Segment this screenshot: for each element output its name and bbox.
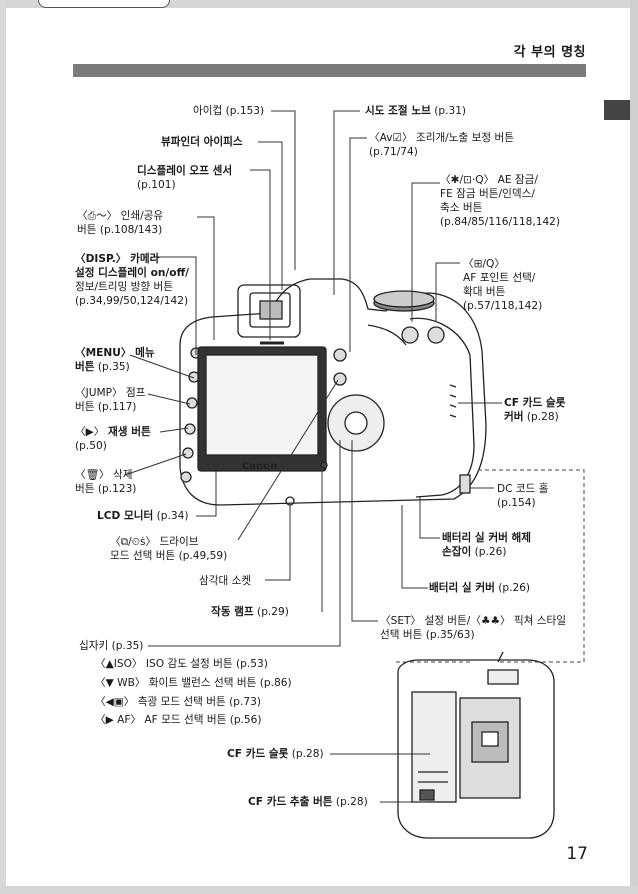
title-rule <box>73 64 586 77</box>
label-drive-line2: 모드 선택 버튼 (p.49,59) <box>110 550 228 562</box>
label-ae-line1: 〈✱/⊡·Q〉 AE 잠금/ <box>440 174 538 186</box>
label-av-button: 〈Av☑〉 조리개/노출 보정 버튼 (p.71/74) <box>369 131 514 159</box>
label-access-lamp: 작동 램프 (p.29) <box>211 605 289 619</box>
label-iso-button: 〈▲ISO〉 ISO 감도 설정 버튼 (p.53) <box>95 658 268 670</box>
label-tripod-socket: 삼각대 소켓 <box>199 575 252 587</box>
label-lcd-name: LCD 모니터 <box>97 510 154 522</box>
label-disp-button: 〈DISP.〉 카메라 설정 디스플레이 on/off/ 정보/트리밍 방향 버… <box>75 252 189 308</box>
label-battery-release-line2: 손잡이 <box>442 546 472 558</box>
label-lcd-monitor: LCD 모니터 (p.34) <box>97 509 188 523</box>
scan-border-bottom <box>0 886 638 894</box>
label-ae-line3: 축소 버튼 <box>440 202 483 214</box>
label-menu-line2: 버튼 <box>75 361 95 373</box>
label-ae-lock-button: 〈✱/⊡·Q〉 AE 잠금/ FE 잠금 버튼/인덱스/ 축소 버튼 (p.84… <box>440 173 560 229</box>
scan-border-top <box>0 0 638 8</box>
scan-border-left <box>0 0 6 894</box>
label-dioptric-ref: (p.31) <box>430 105 467 117</box>
label-dc-line1: DC 코드 홀 <box>497 483 549 495</box>
label-playback-button: 〈▶〉 재생 버튼 (p.50) <box>75 425 151 453</box>
label-battery-cover-ref: (p.26) <box>494 582 531 594</box>
scan-border-right <box>630 0 638 894</box>
label-cf-slot-name: CF 카드 슬롯 <box>227 748 289 760</box>
label-drive-mode-button: 〈⧉/⏲︎ṡ〉 드라이브 모드 선택 버튼 (p.49,59) <box>110 535 227 563</box>
label-dioptric-name: 시도 조절 노브 <box>365 105 431 117</box>
page-number: 17 <box>566 844 588 864</box>
label-lcd-ref: (p.34) <box>153 510 189 522</box>
label-av-line2: (p.71/74) <box>369 146 418 158</box>
label-menu-line1: 〈MENU〉 메뉴 <box>75 347 155 359</box>
chapter-index-tab <box>604 100 630 120</box>
label-cf-cover-ref: (p.28) <box>523 411 559 423</box>
label-erase-button: 〈🗑〉 삭제 버튼 (p.123) <box>75 468 136 496</box>
label-cf-cover-line1: CF 카드 슬롯 <box>504 397 566 409</box>
label-disp-line4: (p.34,99/50,124/142) <box>75 295 189 307</box>
label-battery-cover-release: 배터리 실 커버 해제 손잡이 (p.26) <box>442 531 531 559</box>
label-cf-slot-cover: CF 카드 슬롯 커버 (p.28) <box>504 396 565 424</box>
label-af-point-line3: 확대 버튼 <box>463 286 506 298</box>
label-af-point-line1: 〈⊞/Q〉 <box>463 258 505 270</box>
label-battery-release-line1: 배터리 실 커버 해제 <box>442 532 532 544</box>
label-av-line1: 〈Av☑〉 조리개/노출 보정 버튼 <box>369 132 514 144</box>
label-ae-line4: (p.84/85/116/118,142) <box>440 216 561 228</box>
label-af-point-line4: (p.57/118,142) <box>463 300 543 312</box>
label-disp-line1: 〈DISP.〉 카메라 <box>75 253 160 265</box>
label-eyecup: 아이컵 (p.153) <box>193 105 265 117</box>
label-cf-card-slot: CF 카드 슬롯 (p.28) <box>227 747 324 761</box>
label-play-symbol: 〈▶〉 <box>75 426 105 438</box>
label-print-line1: 〈⎙〜〉 인쇄/공유 <box>77 210 164 222</box>
label-play-name: 재생 버튼 <box>104 426 151 438</box>
label-cf-eject-name: CF 카드 추출 버튼 <box>248 796 333 808</box>
label-af-point-line2: AF 포인트 선택/ <box>463 272 536 284</box>
label-set-line1: 〈SET〉 설정 버튼/〈♣︎♣︎〉 픽쳐 스타일 <box>380 615 567 627</box>
label-cf-eject-button: CF 카드 추출 버튼 (p.28) <box>248 795 368 809</box>
label-play-line2: (p.50) <box>75 440 107 452</box>
label-dioptric-adjustment: 시도 조절 노브 (p.31) <box>365 104 466 118</box>
label-disp-line3: 정보/트리밍 방향 버튼 <box>75 281 174 293</box>
label-set-button: 〈SET〉 설정 버튼/〈♣︎♣︎〉 픽쳐 스타일 선택 버튼 (p.35/63… <box>380 614 566 642</box>
label-display-off-line1: 디스플레이 오프 센서 <box>137 165 233 177</box>
label-viewfinder-eyepiece: 뷰파인더 아이피스 <box>161 136 243 148</box>
label-display-off-sensor: 디스플레이 오프 센서 (p.101) <box>137 164 232 192</box>
label-cf-slot-ref: (p.28) <box>288 748 324 760</box>
label-af-mode-button: 〈▶ AF〉 AF 모드 선택 버튼 (p.56) <box>95 714 262 726</box>
label-battery-cover: 배터리 실 커버 (p.26) <box>429 581 530 595</box>
card-slot-illustration <box>397 652 555 839</box>
label-ae-line2: FE 잠금 버튼/인덱스/ <box>440 188 535 200</box>
label-dc-cord-hole: DC 코드 홀 (p.154) <box>497 482 549 510</box>
camera-brand-logo: Canon <box>242 461 277 472</box>
label-disp-line2: 설정 디스플레이 on/off/ <box>75 267 190 279</box>
label-set-line2: 선택 버튼 (p.35/63) <box>380 629 475 641</box>
label-battery-cover-name: 배터리 실 커버 <box>429 582 495 594</box>
label-af-point-button: 〈⊞/Q〉 AF 포인트 선택/ 확대 버튼 (p.57/118,142) <box>463 257 542 313</box>
label-menu-button: 〈MENU〉 메뉴 버튼 (p.35) <box>75 346 155 374</box>
label-lamp-name: 작동 램프 <box>211 606 254 618</box>
label-erase-line2: 버튼 (p.123) <box>75 483 137 495</box>
label-cf-cover-line2: 커버 <box>504 411 524 423</box>
label-battery-release-ref: (p.26) <box>471 546 507 558</box>
label-display-off-line2: (p.101) <box>137 179 176 191</box>
label-print-line2: 버튼 (p.108/143) <box>77 224 163 236</box>
camera-back-illustration: Canon <box>179 278 487 506</box>
section-title: 각 부의 명칭 <box>513 45 586 60</box>
label-dc-line2: (p.154) <box>497 497 536 509</box>
label-metering-button: 〈◀▣〉 측광 모드 선택 버튼 (p.73) <box>95 696 261 708</box>
label-jump-line1: 〈JUMP〉 점프 <box>75 387 146 399</box>
label-jump-line2: 버튼 (p.117) <box>75 401 137 413</box>
label-drive-line1: 〈⧉/⏲︎ṡ〉 드라이브 <box>110 536 199 548</box>
label-print-share-button: 〈⎙〜〉 인쇄/공유 버튼 (p.108/143) <box>77 209 163 237</box>
label-cross-keys: 십자키 (p.35) <box>79 640 144 652</box>
label-jump-button: 〈JUMP〉 점프 버튼 (p.117) <box>75 386 145 414</box>
label-cf-eject-ref: (p.28) <box>332 796 368 808</box>
label-wb-button: 〈▼ WB〉 화이트 밸런스 선택 버튼 (p.86) <box>95 677 292 689</box>
label-erase-line1: 〈🗑〉 삭제 <box>75 469 133 481</box>
label-lamp-ref: (p.29) <box>253 606 289 618</box>
label-menu-ref: (p.35) <box>94 361 130 373</box>
